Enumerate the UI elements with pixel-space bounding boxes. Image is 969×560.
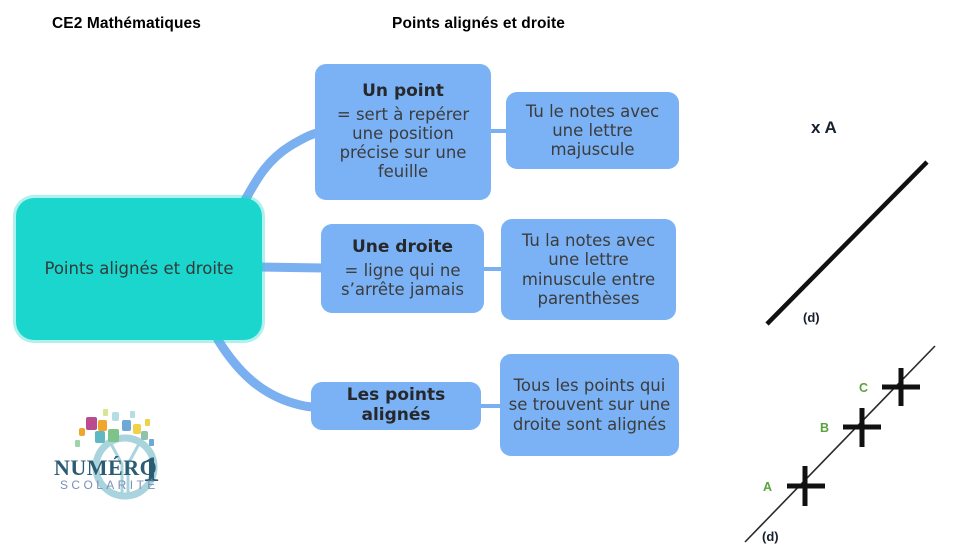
- logo-numero1-scolarite: NUMÉRO 1 SCOLARITÉ: [54, 409, 160, 500]
- page-subject-title: CE2 Mathématiques: [52, 15, 201, 32]
- node-body-un-point: = sert à repérer une position précise su…: [336, 105, 470, 182]
- line-d-thin: [744, 345, 936, 543]
- logo-confetti-icon: [75, 409, 154, 447]
- label-aligned-point-a: A: [763, 480, 772, 494]
- logo-text-scolarite: SCOLARITÉ: [60, 477, 159, 492]
- logo-text-number: 1: [142, 449, 160, 489]
- label-line-d-bottom: (d): [762, 529, 779, 544]
- label-aligned-point-c: C: [859, 381, 868, 395]
- node-heading-les-points-alignes: Les points alignés: [346, 385, 446, 425]
- node-body-un-point-detail: Tu le notes avec une lettre majuscule: [525, 101, 660, 160]
- mindmap-node-un-point-detail[interactable]: Tu le notes avec une lettre majuscule: [506, 92, 679, 169]
- connector-central-to-alignes: [213, 335, 320, 412]
- mindmap-node-une-droite[interactable]: Une droite = ligne qui ne s’arrête jamai…: [321, 224, 484, 313]
- mindmap-node-les-points-alignes-detail[interactable]: Tous les points qui se trouvent sur une …: [500, 354, 679, 456]
- node-body-une-droite: = ligne qui ne s’arrête jamais: [341, 260, 464, 299]
- mindmap-central-label: Points alignés et droite: [44, 259, 234, 279]
- label-aligned-point-b: B: [820, 421, 829, 435]
- logo-flask-icon: [108, 441, 142, 497]
- illustration-aligned-points: A B C (d): [744, 345, 936, 544]
- cross-marker-c: [882, 368, 920, 406]
- node-heading-une-droite: Une droite: [351, 237, 454, 258]
- label-point-a: x A: [811, 118, 837, 137]
- label-line-d-top: (d): [803, 310, 820, 325]
- line-d-thick: [765, 160, 929, 326]
- node-body-les-points-alignes-detail: Tous les points qui se trouvent sur une …: [508, 376, 671, 434]
- illustration-point-and-line: x A (d): [765, 118, 929, 326]
- mindmap-node-les-points-alignes[interactable]: Les points alignés: [311, 382, 481, 430]
- page-lesson-title: Points alignés et droite: [392, 15, 565, 32]
- cross-marker-b: [843, 408, 881, 447]
- node-body-une-droite-detail: Tu la notes avec une lettre minuscule en…: [521, 231, 656, 308]
- mindmap-node-un-point[interactable]: Un point = sert à repérer une position p…: [315, 64, 491, 200]
- logo-text-numero: NUMÉRO: [54, 455, 157, 480]
- mindmap-node-une-droite-detail[interactable]: Tu la notes avec une lettre minuscule en…: [501, 219, 676, 320]
- cross-marker-a: [787, 466, 825, 506]
- mindmap-central-node[interactable]: Points alignés et droite: [16, 198, 262, 340]
- mindmap-diagram: Points alignés et droite Un point = sert…: [16, 64, 679, 456]
- node-heading-un-point: Un point: [362, 81, 444, 102]
- logo-circle: [92, 434, 158, 500]
- connector-central-to-droite: [253, 262, 328, 273]
